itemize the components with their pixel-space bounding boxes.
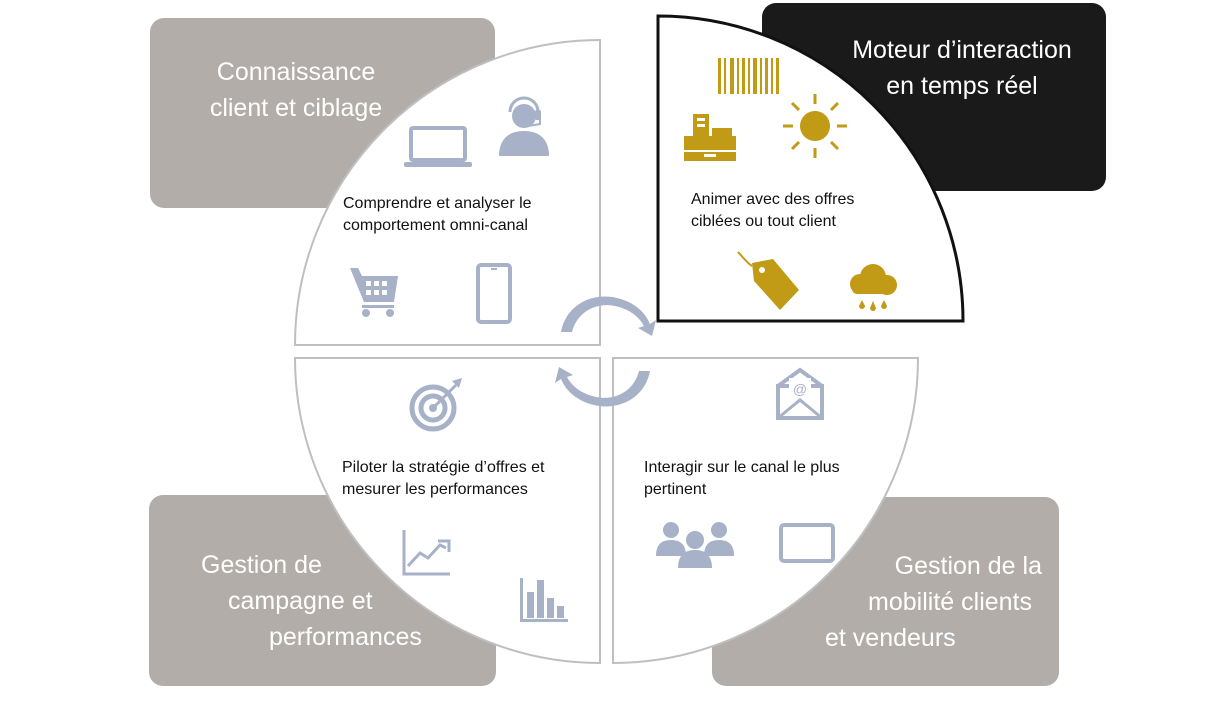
box-title-top-right: Moteur d’interaction en temps réel [832,32,1092,104]
email-envelope-icon: @ [776,367,824,420]
quadrant-text-bottom-left: Piloter la stratégie d’offres et mesurer… [342,457,544,501]
box-title-line: Gestion de la [894,552,1042,580]
quadrant-text-line: Interagir sur le canal le plus [644,459,840,476]
box-title-bottom-left: Gestion de campagne et performances [195,547,455,655]
box-title-line: en temps réel [886,72,1038,100]
box-title-line: mobilité clients [868,588,1032,616]
box-title-top-left: Connaissance client et ciblage [176,54,416,126]
line-chart-icon [402,530,451,576]
price-tag-icon [737,251,799,310]
box-title-line: Gestion de [201,551,322,579]
target-icon [409,378,462,432]
quadrant-text-line: comportement omni-canal [343,217,528,234]
cash-register-icon [684,114,736,161]
quadrant-bottom-right [612,357,920,665]
quadrant-text-line: Animer avec des offres [691,191,855,208]
quadrant-text-top-right: Animer avec des offres ciblées ou tout c… [691,189,854,233]
barcode-icon [718,58,779,94]
box-title-line: et vendeurs [825,624,956,652]
smartphone-icon [476,263,512,324]
quadrant-text-line: ciblées ou tout client [691,213,836,230]
box-title-line: performances [269,623,422,651]
quadrant-top-right [656,14,965,323]
rain-cloud-icon [850,264,897,311]
quadrant-text-top-left: Comprendre et analyser le comportement o… [343,193,532,237]
box-title-line: client et ciblage [209,94,383,122]
tablet-icon [779,523,835,563]
svg-text:@: @ [793,381,807,397]
quadrant-text-line: pertinent [644,481,707,498]
quadrant-text-line: mesurer les performances [342,481,528,498]
box-title-line: Moteur d’interaction [852,36,1072,64]
quadrant-text-line: Comprendre et analyser le [343,195,532,212]
bar-chart-icon [520,578,568,622]
quadrant-text-line: Piloter la stratégie d’offres et [342,459,545,476]
laptop-icon [404,126,472,167]
box-title-line: campagne et [228,587,373,615]
shopping-cart-icon [350,268,398,317]
headset-agent-icon [499,96,549,156]
people-group-icon [656,522,734,568]
cycle-arrows-icon [555,296,656,407]
quadrant-text-bottom-right: Interagir sur le canal le plus pertinent [644,457,840,501]
sun-icon [783,94,847,158]
box-title-line: Connaissance [216,58,376,86]
box-title-bottom-right: Gestion de la mobilité clients et vendeu… [822,548,1042,656]
quadrant-bottom-left [293,357,601,665]
